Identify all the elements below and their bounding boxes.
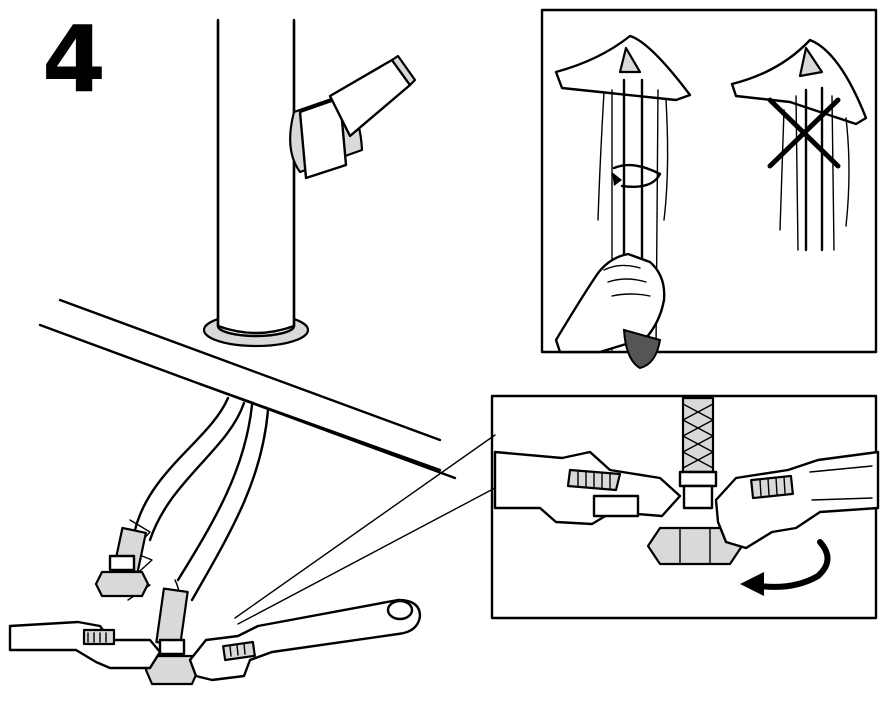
cross-mark-icon	[770, 100, 838, 166]
wrench-left	[10, 622, 160, 668]
hex-nut-left	[96, 572, 148, 596]
inset-mounting-detail	[542, 10, 876, 368]
curved-arrow-icon	[740, 542, 828, 596]
inset-wrench-detail	[492, 396, 878, 618]
faucet-handle	[330, 56, 415, 136]
braided-hose	[680, 398, 716, 508]
detail-callout-pointer	[235, 435, 495, 624]
tighten-rotation-arrow-icon	[612, 165, 660, 187]
inset-wrench-right	[716, 452, 878, 548]
inset-wrench-left	[495, 452, 680, 524]
faucet	[204, 20, 415, 346]
wrench-right	[190, 600, 420, 680]
correct-method	[556, 36, 690, 368]
incorrect-method	[732, 40, 866, 250]
